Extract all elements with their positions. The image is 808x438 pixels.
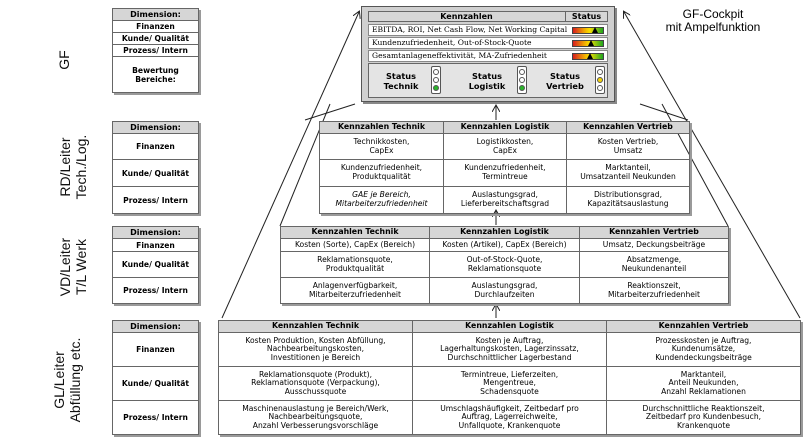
rd-cell: Kosten Vertrieb, Umsatz bbox=[566, 133, 690, 160]
rd-header-logistik: Kennzahlen Logistik bbox=[443, 121, 567, 134]
gl-header-logistik: Kennzahlen Logistik bbox=[412, 320, 607, 333]
status-vertrieb-label: Status Vertrieb bbox=[546, 71, 584, 91]
vd-cell: Reaktionszeit, Mitarbeiterzufriedenheit bbox=[579, 277, 729, 304]
gf-cockpit: Kennzahlen Status EBITDA, ROI, Net Cash … bbox=[361, 6, 615, 102]
status-marker bbox=[587, 40, 594, 46]
bewertung-bereiche: Bewertung Bereiche: bbox=[112, 56, 199, 93]
dimension-prozess: Prozess/ Intern bbox=[112, 44, 199, 57]
dimension-prozess: Prozess/ Intern bbox=[112, 400, 199, 435]
rd-cell: Distributionsgrad, Kapazitätsauslastung bbox=[566, 186, 690, 214]
gl-cell: Termintreue, Lieferzeiten, Mengentreue, … bbox=[412, 366, 607, 401]
vd-cell: Kosten (Sorte), CapEx (Bereich) bbox=[280, 238, 430, 252]
vd-header-technik: Kennzahlen Technik bbox=[280, 226, 430, 239]
cockpit-row-text: EBITDA, ROI, Net Cash Flow, Net Working … bbox=[372, 25, 568, 34]
status-technik-label: Status Technik bbox=[383, 71, 419, 91]
dimension-header: Dimension: bbox=[112, 121, 199, 134]
vd-cell: Out-of-Stock-Quote, Reklamationsquote bbox=[429, 251, 580, 278]
status-logistik-label: Status Logistik bbox=[468, 71, 506, 91]
cockpit-row-text: Gesamtanlageneffektivität, MA-Zufriedenh… bbox=[372, 51, 547, 60]
vd-kpi-table: Kennzahlen Technik Kennzahlen Logistik K… bbox=[280, 226, 729, 304]
cockpit-header-status: Status bbox=[565, 12, 607, 21]
dimension-kunde: Kunde/ Qualität bbox=[112, 251, 199, 278]
gl-cell: Maschinenauslastung je Bereich/Werk, Nac… bbox=[218, 400, 413, 435]
vd-cell: Kosten (Artikel), CapEx (Bereich) bbox=[429, 238, 580, 252]
cockpit-row-text: Kundenzufriedenheit, Out-of-Stock-Quote bbox=[372, 38, 532, 47]
gl-cell: Durchschnittliche Reaktionszeit, Zeitbed… bbox=[606, 400, 801, 435]
cockpit-row-kunde: Kundenzufriedenheit, Out-of-Stock-Quote bbox=[368, 37, 608, 49]
gl-dimension-table: Dimension: Finanzen Kunde/ Qualität Proz… bbox=[112, 320, 199, 435]
dimension-finanzen: Finanzen bbox=[112, 238, 199, 252]
dimension-prozess: Prozess/ Intern bbox=[112, 277, 199, 304]
gl-cell: Kosten je Auftrag, Lagerhaltungskosten, … bbox=[412, 332, 607, 367]
gl-cell: Kosten Produktion, Kosten Abfüllung, Nac… bbox=[218, 332, 413, 367]
vd-cell: Anlagenverfügbarkeit, Mitarbeiterzufried… bbox=[280, 277, 430, 304]
row-label-vd: VD/Leiter T/L Werk bbox=[57, 237, 89, 297]
gl-header-technik: Kennzahlen Technik bbox=[218, 320, 413, 333]
rd-dimension-table: Dimension: Finanzen Kunde/ Qualität Proz… bbox=[112, 121, 199, 214]
gl-cell: Marktanteil, Anteil Neukunden, Anzahl Re… bbox=[606, 366, 801, 401]
dimension-kunde: Kunde/ Qualität bbox=[112, 159, 199, 187]
rd-cell: Logistikkosten, CapEx bbox=[443, 133, 567, 160]
cockpit-header: Kennzahlen Status bbox=[368, 11, 608, 22]
vd-dimension-table: Dimension: Finanzen Kunde/ Qualität Proz… bbox=[112, 226, 199, 304]
status-bar bbox=[572, 40, 604, 47]
dimension-header: Dimension: bbox=[112, 320, 199, 333]
cockpit-caption-line-1: GF-Cockpit bbox=[682, 7, 744, 21]
vd-header-vertrieb: Kennzahlen Vertrieb bbox=[579, 226, 729, 239]
vd-cell: Auslastungsgrad, Durchlaufzeiten bbox=[429, 277, 580, 304]
rd-kpi-table: Kennzahlen Technik Kennzahlen Logistik K… bbox=[319, 121, 690, 214]
cockpit-row-prozess: Gesamtanlageneffektivität, MA-Zufriedenh… bbox=[368, 50, 608, 62]
row-label-gl: GL/Leiter Abfüllung etc. bbox=[51, 337, 83, 423]
gl-kpi-table: Kennzahlen Technik Kennzahlen Logistik K… bbox=[218, 320, 801, 435]
rd-cell: Marktanteil, Umsatzanteil Neukunden bbox=[566, 159, 690, 187]
row-label-rd: RD/Leiter Tech./Log. bbox=[57, 134, 89, 200]
dimension-kunde: Kunde/ Qualität bbox=[112, 366, 199, 401]
status-marker bbox=[591, 27, 598, 33]
dimension-finanzen: Finanzen bbox=[112, 133, 199, 160]
traffic-light-vertrieb-icon bbox=[595, 66, 605, 94]
traffic-light-logistik-icon bbox=[517, 66, 527, 94]
row-label-gf: GF bbox=[56, 50, 72, 70]
vd-header-logistik: Kennzahlen Logistik bbox=[429, 226, 580, 239]
traffic-light-technik-icon bbox=[431, 66, 441, 94]
rd-cell: Kundenzufriedenheit, Termintreue bbox=[443, 159, 567, 187]
gf-dimension-table: Dimension: Finanzen Kunde/ Qualität Proz… bbox=[112, 8, 199, 93]
cockpit-caption-line-2: mit Ampelfunktion bbox=[665, 20, 761, 34]
rd-cell: Auslastungsgrad, Lieferbereitschaftsgrad bbox=[443, 186, 567, 214]
cockpit-row-finanzen: EBITDA, ROI, Net Cash Flow, Net Working … bbox=[368, 24, 608, 36]
dimension-kunde: Kunde/ Qualität bbox=[112, 32, 199, 45]
dimension-header: Dimension: bbox=[112, 226, 199, 239]
gl-cell: Prozesskosten je Auftrag, Kundenumsätze,… bbox=[606, 332, 801, 367]
rd-header-technik: Kennzahlen Technik bbox=[319, 121, 444, 134]
cockpit-status-panel: Status Technik Status Logistik Status Ve… bbox=[368, 63, 608, 98]
vd-cell: Absatzmenge, Neukundenanteil bbox=[579, 251, 729, 278]
rd-cell: Technikkosten, CapEx bbox=[319, 133, 444, 160]
dimension-header: Dimension: bbox=[112, 8, 199, 21]
rd-cell: Kundenzufriedenheit, Produktqualität bbox=[319, 159, 444, 187]
dimension-prozess: Prozess/ Intern bbox=[112, 186, 199, 214]
cockpit-caption: GF-Cockpit mit Ampelfunktion bbox=[648, 8, 778, 34]
gl-header-vertrieb: Kennzahlen Vertrieb bbox=[606, 320, 801, 333]
status-bar bbox=[572, 53, 604, 60]
status-marker bbox=[587, 53, 594, 59]
status-bar bbox=[572, 27, 604, 34]
cockpit-header-kpi: Kennzahlen bbox=[440, 12, 493, 21]
dimension-finanzen: Finanzen bbox=[112, 20, 199, 33]
dimension-finanzen: Finanzen bbox=[112, 332, 199, 367]
gl-cell: Umschlagshäufigkeit, Zeitbedarf pro Auft… bbox=[412, 400, 607, 435]
gl-cell: Reklamationsquote (Produkt), Reklamation… bbox=[218, 366, 413, 401]
vd-cell: Reklamationsquote, Produktqualität bbox=[280, 251, 430, 278]
rd-header-vertrieb: Kennzahlen Vertrieb bbox=[566, 121, 690, 134]
rd-cell: GAE je Bereich, Mitarbeiterzufriedenheit bbox=[319, 186, 444, 214]
vd-cell: Umsatz, Deckungsbeiträge bbox=[579, 238, 729, 252]
